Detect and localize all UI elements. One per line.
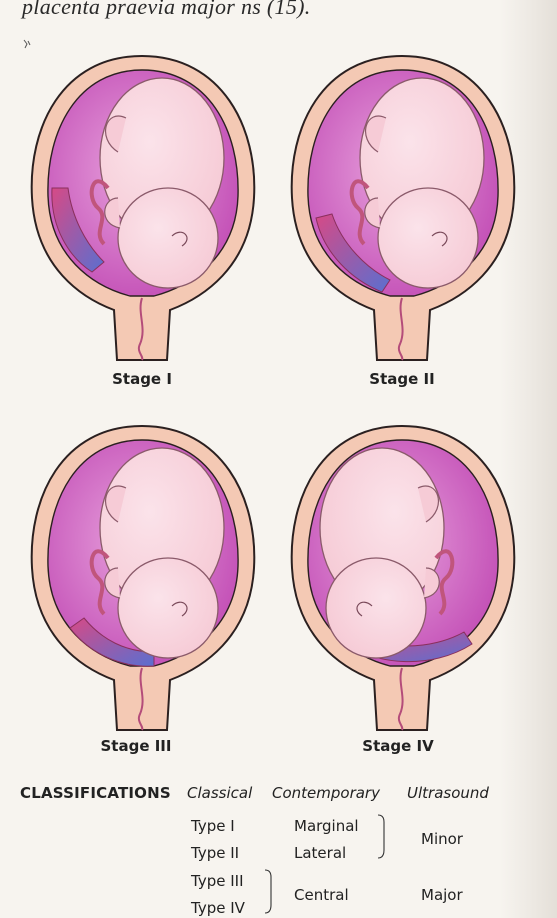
classification-brackets [0,0,557,918]
